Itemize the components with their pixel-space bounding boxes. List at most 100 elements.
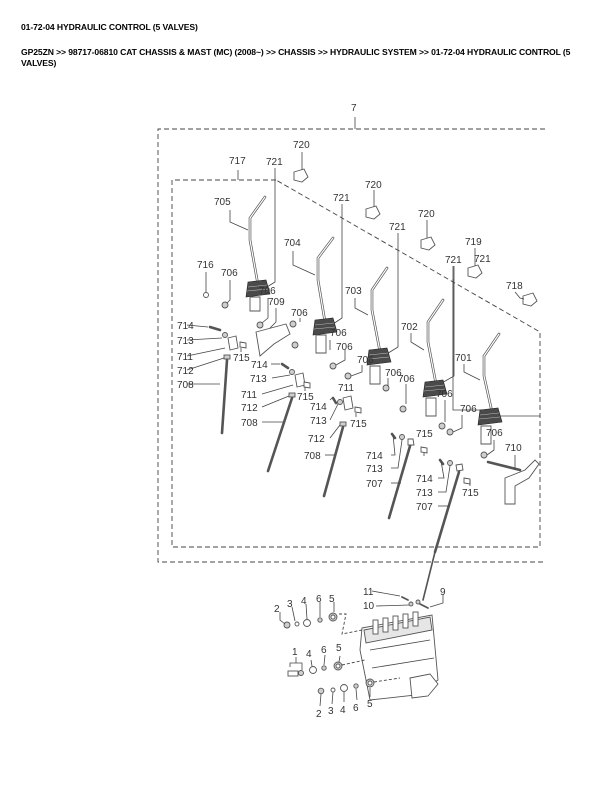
part-callout-label: 718 bbox=[506, 281, 523, 292]
part-callout-label: 713 bbox=[250, 374, 267, 385]
part-callout-label: 708 bbox=[177, 380, 194, 391]
part-callout-label: 715 bbox=[416, 429, 433, 440]
part-callout-label: 4 bbox=[340, 705, 346, 716]
part-716: 716 bbox=[197, 260, 214, 298]
part-callout-label: 707 bbox=[366, 479, 383, 490]
valve-block: 11 10 9 bbox=[359, 587, 446, 701]
part-callout-label: 721 bbox=[333, 193, 350, 204]
part-callout-label: 10 bbox=[363, 601, 375, 612]
part-callout-label: 721 bbox=[266, 157, 283, 168]
part-callout-label: 720 bbox=[293, 140, 310, 151]
part-callout-label: 713 bbox=[366, 464, 383, 475]
part-callout-label: 706 bbox=[385, 368, 402, 379]
rod-group-b: 714 713 711 712 708 715 bbox=[241, 360, 314, 473]
part-callout-label: 712 bbox=[177, 366, 194, 377]
part-callout-label: 713 bbox=[177, 336, 194, 347]
part-callout-label: 6 bbox=[353, 703, 359, 714]
part-callout-label: 701 bbox=[455, 353, 472, 364]
part-callout-label: 714 bbox=[416, 474, 433, 485]
part-callout-label: 716 bbox=[197, 260, 214, 271]
part-callout-label: 706 bbox=[398, 374, 415, 385]
part-callout-label: 706 bbox=[259, 286, 276, 297]
part-callout-label: 5 bbox=[336, 643, 342, 654]
part-callout-label: 709 bbox=[268, 297, 285, 308]
part-callout-label: 706 bbox=[330, 328, 347, 339]
subassembly-boundary: 717 bbox=[171, 156, 541, 548]
knob-719: 719 bbox=[465, 237, 483, 279]
part-callout-label: 703 bbox=[345, 286, 362, 297]
page-title: 01-72-04 HYDRAULIC CONTROL (5 VALVES) bbox=[21, 22, 198, 32]
part-callout-label: 714 bbox=[366, 451, 383, 462]
part-callout-label: 715 bbox=[462, 488, 479, 499]
part-callout-label: 721 bbox=[474, 254, 491, 265]
callout-717: 717 bbox=[229, 156, 246, 167]
rod-group-e: 714 713 707 715 bbox=[416, 458, 479, 601]
part-callout-label: 713 bbox=[416, 488, 433, 499]
part-callout-label: 11 bbox=[363, 587, 374, 598]
bracket-710: 710 bbox=[486, 443, 540, 505]
part-callout-label: 714 bbox=[177, 321, 194, 332]
part-callout-label: 715 bbox=[350, 419, 367, 430]
part-callout-label: 704 bbox=[284, 238, 301, 249]
breadcrumb: GP25ZN >> 98717-06810 CAT CHASSIS & MAST… bbox=[21, 47, 571, 68]
part-callout-label: 706 bbox=[460, 404, 477, 415]
part-callout-label: 702 bbox=[401, 322, 418, 333]
part-callout-label: 712 bbox=[308, 434, 325, 445]
assembly-boundary: 7 bbox=[157, 103, 545, 563]
part-callout-label: 707 bbox=[416, 502, 433, 513]
knob-718: 718 bbox=[506, 281, 538, 307]
fittings-row-top: 2 3 4 6 5 bbox=[274, 594, 363, 635]
knob-720a: 720 bbox=[293, 140, 310, 183]
part-callout-label: 721 bbox=[389, 222, 406, 233]
part-callout-label: 706 bbox=[336, 342, 353, 353]
part-callout-label: 9 bbox=[440, 587, 446, 598]
part-callout-label: 706 bbox=[436, 389, 453, 400]
part-callout-label: 3 bbox=[287, 599, 293, 610]
lever-704: 704 bbox=[284, 236, 338, 354]
rod-group-a: 714 713 711 712 708 715 bbox=[177, 321, 250, 435]
part-callout-label: 719 bbox=[465, 237, 482, 248]
lever-705: 705 bbox=[214, 195, 271, 312]
washers-706: 706 706 706 706 706 706 706 706 706 706 … bbox=[221, 268, 503, 459]
rod-group-d: 714 713 707 715 bbox=[366, 429, 433, 520]
part-callout-label: 711 bbox=[177, 352, 193, 363]
part-callout-label: 711 bbox=[338, 383, 354, 394]
part-callout-label: 706 bbox=[486, 428, 503, 439]
part-callout-label: 708 bbox=[241, 418, 258, 429]
bracket-709: 709 bbox=[255, 297, 291, 357]
part-callout-label: 6 bbox=[321, 645, 327, 656]
lever-703: 703 bbox=[345, 266, 392, 385]
lever-702: 702 bbox=[401, 298, 448, 417]
part-callout-label: 714 bbox=[251, 360, 268, 371]
callout-7: 7 bbox=[351, 103, 357, 114]
part-callout-label: 715 bbox=[297, 392, 314, 403]
part-callout-label: 714 bbox=[310, 402, 327, 413]
rod-group-c: 711 714 713 712 708 715 bbox=[304, 383, 367, 498]
part-callout-label: 5 bbox=[329, 594, 335, 605]
part-callout-label: 4 bbox=[306, 649, 312, 660]
part-callout-label: 2 bbox=[316, 709, 322, 720]
part-callout-label: 715 bbox=[233, 353, 250, 364]
knob-720b: 720 bbox=[365, 180, 382, 220]
part-callout-label: 720 bbox=[365, 180, 382, 191]
part-callout-label: 2 bbox=[274, 604, 280, 615]
part-callout-label: 708 bbox=[304, 451, 321, 462]
part-callout-label: 3 bbox=[328, 706, 334, 717]
part-callout-label: 706 bbox=[357, 355, 374, 366]
part-callout-label: 721 bbox=[445, 255, 462, 266]
part-callout-label: 720 bbox=[418, 209, 435, 220]
part-callout-label: 1 bbox=[292, 647, 298, 658]
part-callout-label: 705 bbox=[214, 197, 231, 208]
part-callout-label: 712 bbox=[241, 403, 258, 414]
knob-parts: 720 720 720 719 718 bbox=[293, 140, 538, 307]
fittings-row-middle: 1 4 6 5 bbox=[287, 643, 366, 677]
part-callout-label: 706 bbox=[291, 308, 308, 319]
fittings-row-bottom: 2 3 4 6 5 bbox=[316, 677, 401, 720]
part-callout-label: 710 bbox=[505, 443, 522, 454]
part-callout-label: 6 bbox=[316, 594, 322, 605]
part-callout-label: 713 bbox=[310, 416, 327, 427]
knob-720c: 720 bbox=[418, 209, 436, 251]
part-callout-label: 4 bbox=[301, 596, 307, 607]
part-callout-label: 711 bbox=[241, 390, 257, 401]
